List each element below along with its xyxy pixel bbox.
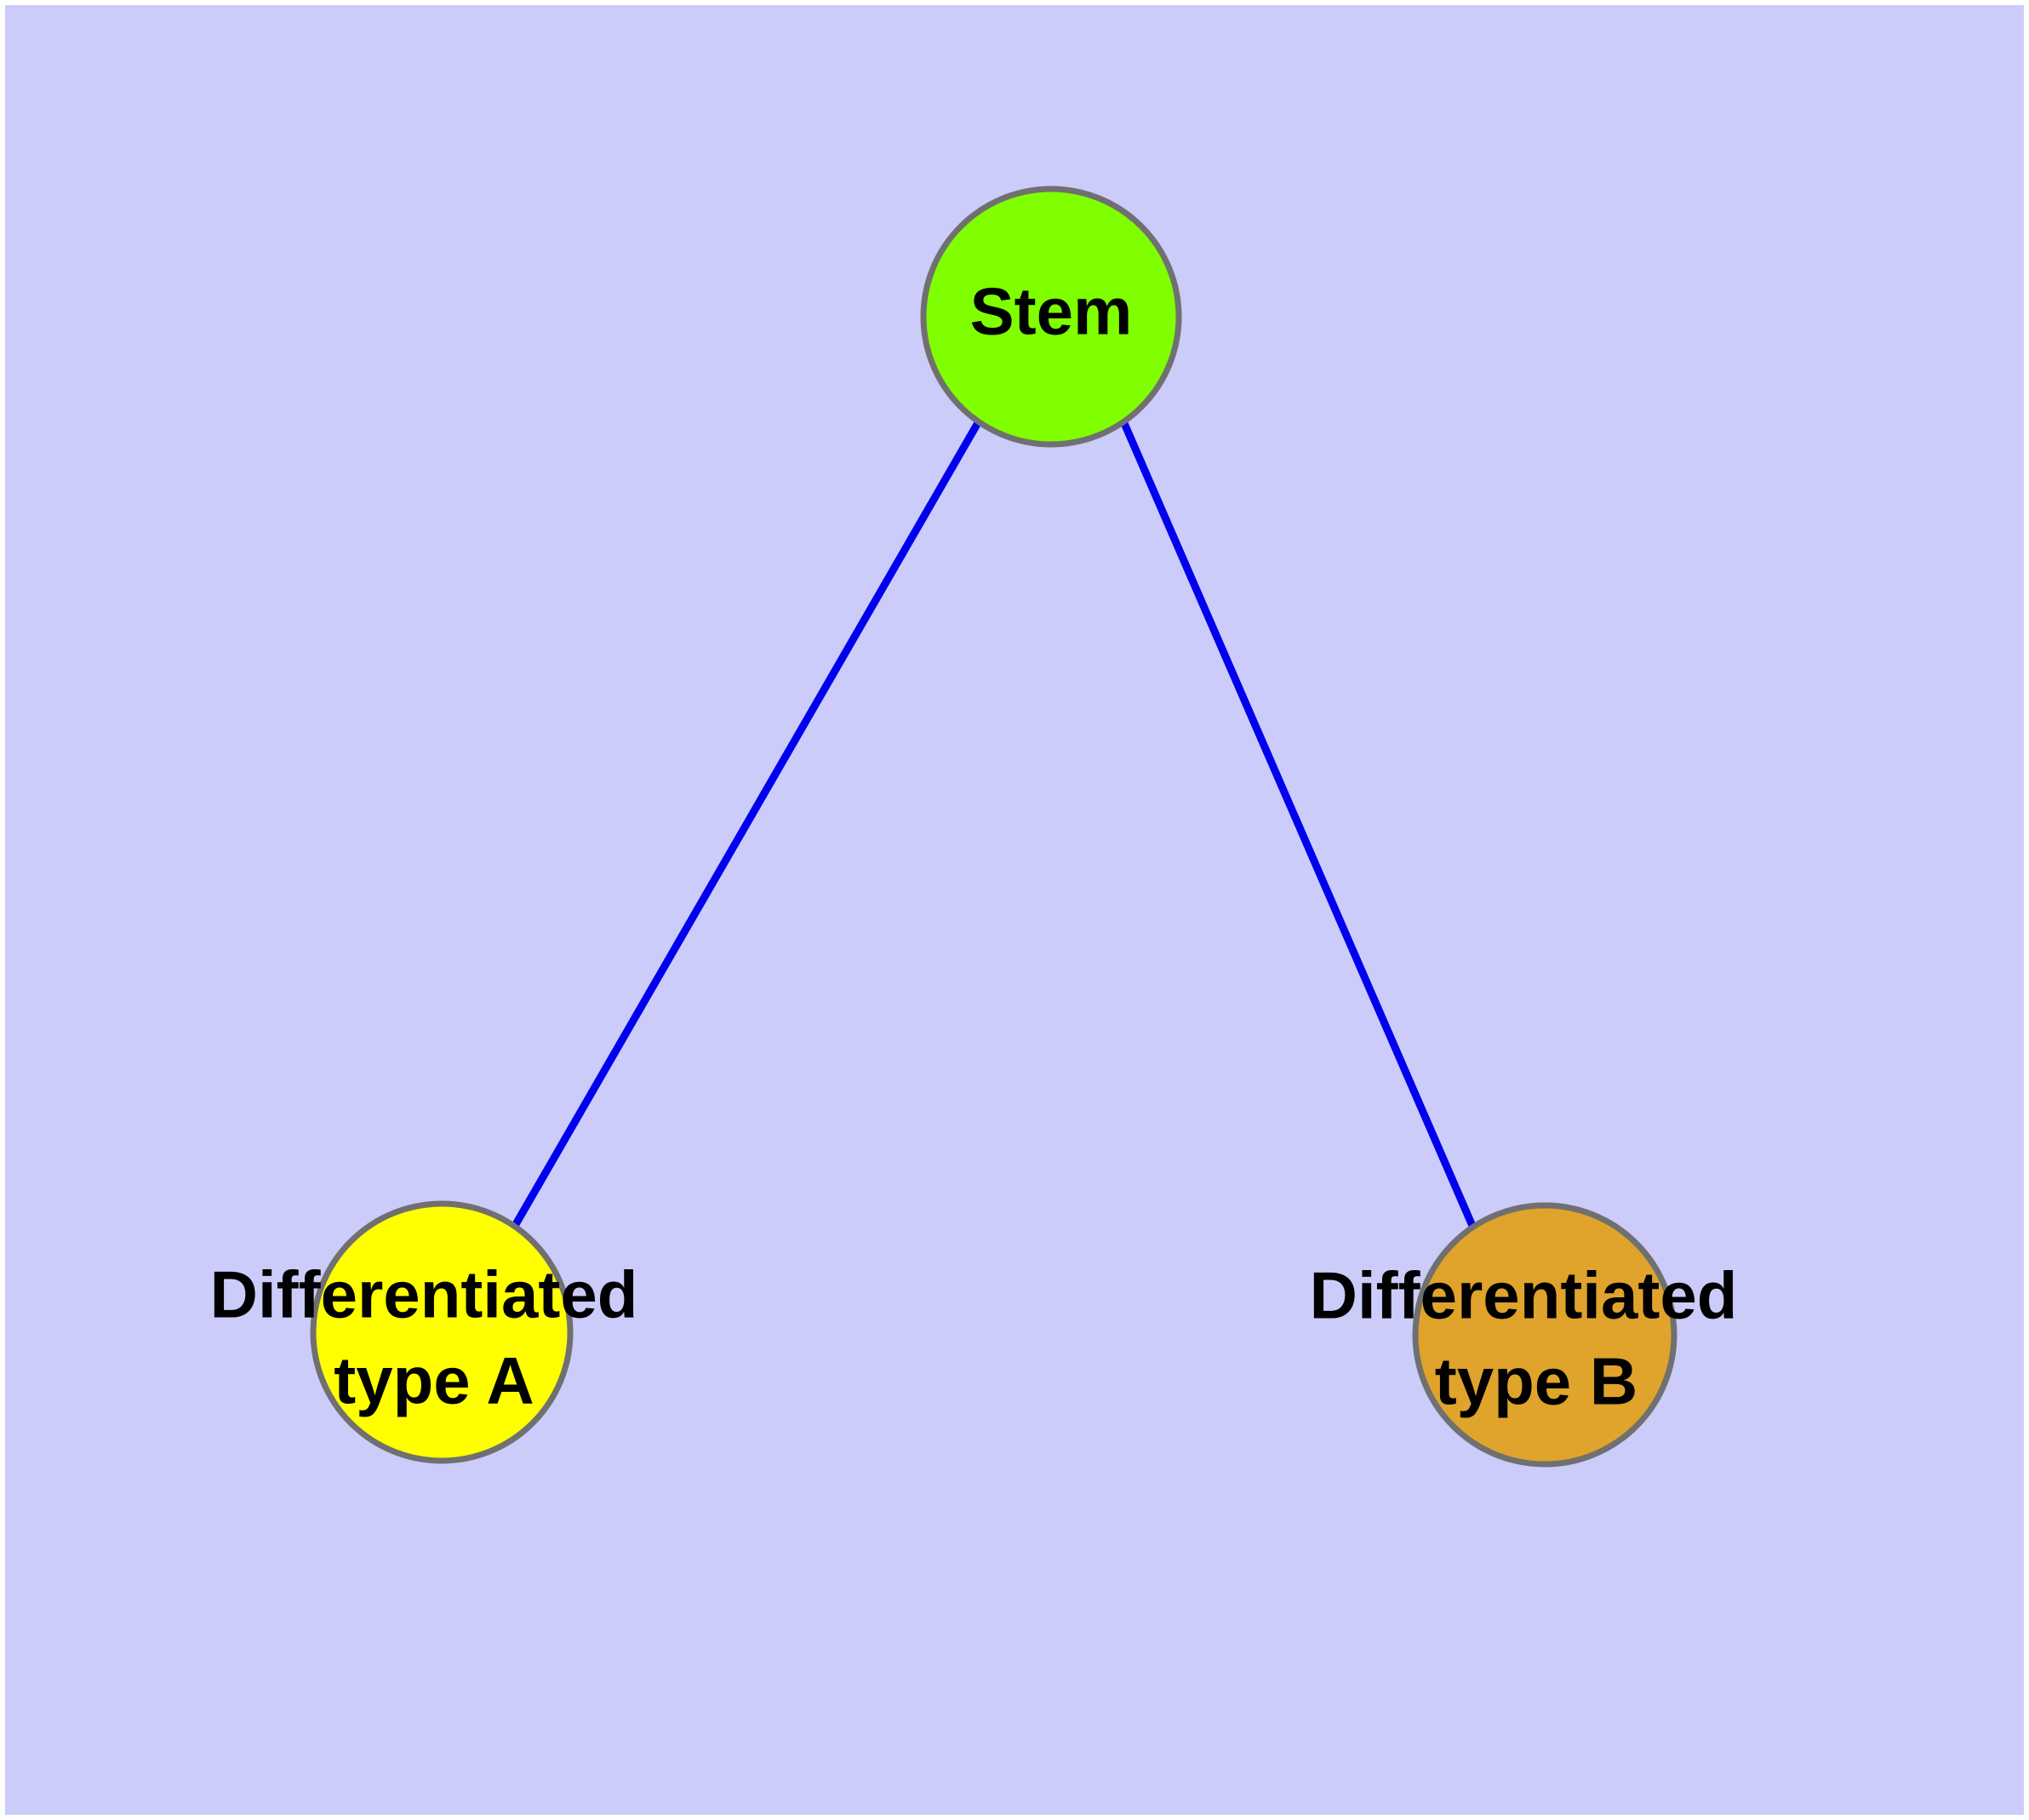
node-stem-circle[interactable] — [920, 186, 1182, 448]
node-differentiated-type-b-label-line1: Differentiated — [1310, 1258, 1738, 1333]
edge-stem-to-differentiated-type-a[interactable] — [512, 419, 982, 1228]
edge-layer — [512, 419, 1477, 1228]
node-stem[interactable]: Stem — [920, 186, 1182, 448]
node-differentiated-type-b-circle[interactable] — [1412, 1202, 1677, 1468]
node-differentiated-type-b-label-line2: type B — [1435, 1344, 1637, 1419]
node-differentiated-type-a[interactable]: Differentiated type A — [210, 1200, 638, 1464]
node-differentiated-type-a-circle[interactable] — [310, 1200, 574, 1464]
node-differentiated-type-a-label-line2: type A — [334, 1343, 534, 1418]
node-differentiated-type-a-label-line1: Differentiated — [210, 1257, 638, 1332]
node-layer: Stem Differentiated type A Differentiate… — [210, 186, 1738, 1468]
node-differentiated-type-b[interactable]: Differentiated type B — [1310, 1202, 1738, 1468]
node-stem-label: Stem — [970, 274, 1133, 349]
edge-stem-to-differentiated-type-b[interactable] — [1119, 420, 1477, 1228]
